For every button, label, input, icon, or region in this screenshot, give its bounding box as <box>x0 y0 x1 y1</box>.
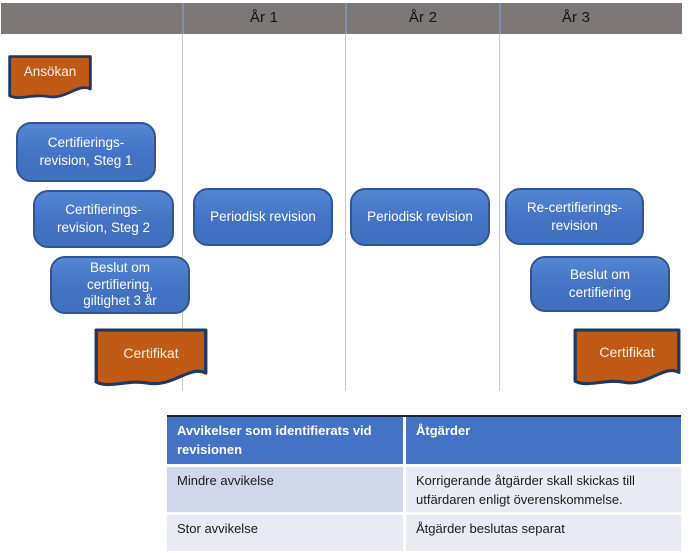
flow-step-label-line: Beslut om <box>89 259 151 275</box>
bar-divider <box>345 3 347 34</box>
flow-step-label-line: Certifierings- <box>65 202 142 218</box>
flow-step-label-line: Certifierings- <box>47 135 125 151</box>
flow-step-certifieringsrevision-steg1: Certifierings- revision, Steg 1 <box>16 122 156 182</box>
document-shape-certifikat-2: Certifikat <box>573 328 681 392</box>
document-wave-graphic <box>94 328 208 387</box>
bar-divider <box>182 3 184 34</box>
flow-step-label-line: revision, Steg 1 <box>39 153 133 168</box>
year-label-2: År 2 <box>408 9 438 26</box>
document-wave-path <box>573 328 681 386</box>
table-cell-atgard-1: Korrigerande åtgärder skall skickas till… <box>406 467 681 512</box>
flow-step-label-line: certifiering <box>568 285 632 300</box>
flow-step-periodisk-revision-ar2: Periodisk revision <box>350 188 490 246</box>
document-shape-ansokan: Ansökan <box>8 55 92 104</box>
column-divider-line <box>345 34 346 391</box>
flow-step-label-line: revision, Steg 2 <box>56 220 151 235</box>
timeline-header-bar: År 1 År 2 År 3 <box>1 3 682 34</box>
document-shape-certifikat-1: Certifikat <box>94 328 208 393</box>
flow-step-beslut-om-certifiering: Beslut om certifiering <box>530 256 670 312</box>
column-divider-line <box>182 34 183 391</box>
table-cell-avvikelse-2: Stor avvikelse <box>167 515 403 551</box>
column-divider-line <box>499 34 500 391</box>
document-wave-path <box>8 55 92 99</box>
document-wave-path <box>94 328 208 387</box>
bar-divider <box>499 3 501 34</box>
document-label: Certifikat <box>599 344 655 360</box>
flow-step-label-line: Re-certifierings- <box>526 199 623 215</box>
flow-step-beslut-om-certifiering-3ar: Beslut om certifiering, giltighet 3 år <box>50 256 190 314</box>
deviations-table: Avvikelser som identifierats vid revisio… <box>167 415 681 551</box>
flow-step-recertifieringsrevision: Re-certifierings- revision <box>505 188 644 245</box>
flow-step-periodisk-revision-ar1: Periodisk revision <box>193 188 333 246</box>
table-header-atgarder: Åtgärder <box>406 417 681 464</box>
flow-step-label-line: Beslut om <box>569 267 631 283</box>
year-label-1: År 1 <box>249 9 279 26</box>
flow-step-label-line: revision <box>551 217 598 233</box>
table-cell-avvikelse-1: Mindre avvikelse <box>167 467 403 512</box>
document-wave-graphic <box>8 55 92 99</box>
flow-step-label-line: Periodisk revision <box>210 209 316 225</box>
flow-step-label-line: certifiering, <box>86 276 154 292</box>
year-label-3: År 3 <box>561 9 591 26</box>
document-label: Certifikat <box>123 344 179 361</box>
flow-step-certifieringsrevision-steg2: Certifierings- revision, Steg 2 <box>33 190 174 248</box>
flow-step-label-line: giltighet 3 år <box>83 293 157 309</box>
document-label: Ansökan <box>23 64 77 79</box>
document-wave-graphic <box>573 328 681 386</box>
table-cell-atgard-2: Åtgärder beslutas separat <box>406 515 681 551</box>
flow-step-label-line: Periodisk revision <box>367 209 473 225</box>
table-header-avvikelser: Avvikelser som identifierats vid revisio… <box>167 417 403 464</box>
